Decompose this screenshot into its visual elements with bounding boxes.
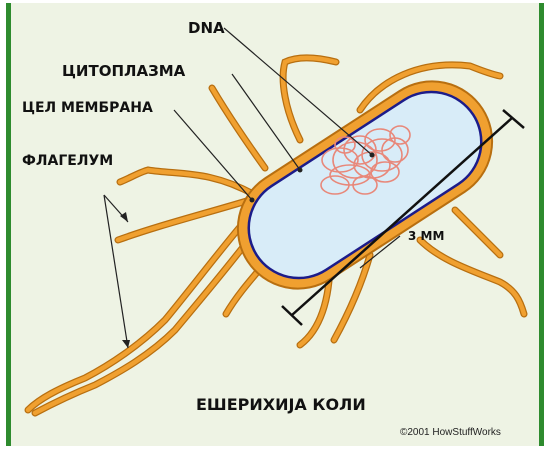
cell-membrane-label: ЦЕЛ МЕМБРАНА [22,100,153,116]
dna-label: DNA [188,19,225,37]
copyright-text: ©2001 HowStuffWorks [400,427,501,438]
cytoplasm-label: ЦИТОПЛАЗМА [62,62,186,80]
scale-label: 3 MM [408,229,444,243]
species-label: ЕШЕРИХИЈА КОЛИ [196,395,366,414]
flagellum-label: ФЛАГЕЛУМ [22,153,113,169]
